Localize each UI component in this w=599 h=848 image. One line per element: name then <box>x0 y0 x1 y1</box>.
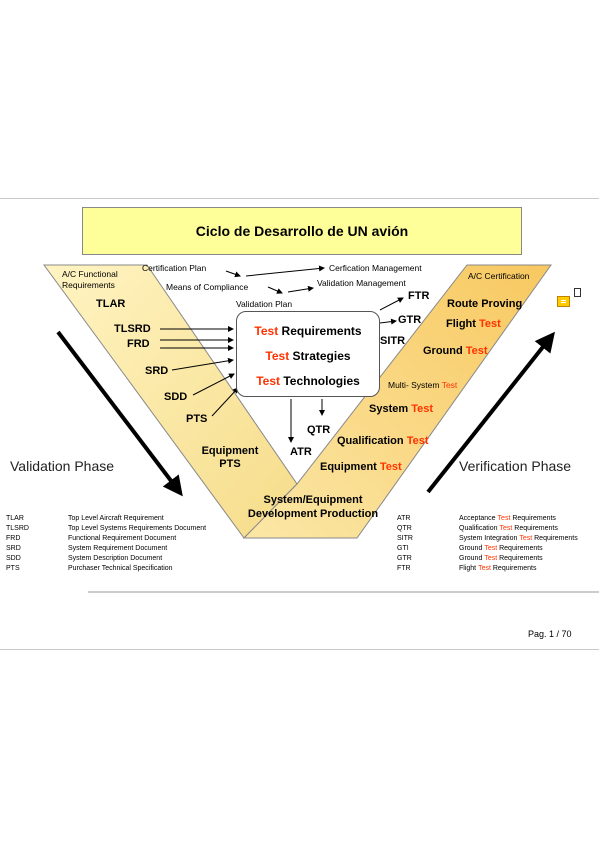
arrow-srd <box>171 357 234 371</box>
ac-certification-label: A/C Certification <box>468 271 530 281</box>
validation-phase-label: Validation Phase <box>10 458 115 474</box>
tlar-label: TLAR <box>96 298 126 310</box>
certification-plan-label: Certification Plan <box>142 263 207 273</box>
test-technologies: Test Technologies <box>256 374 360 388</box>
arrow-pts <box>211 387 239 417</box>
page-number: Pag. 1 / 70 <box>528 629 572 639</box>
bottom-divider <box>0 649 599 650</box>
ftr-label: FTR <box>408 290 430 302</box>
frd-label: FRD <box>127 338 150 350</box>
gtr-label: GTR <box>398 314 422 326</box>
verification-arrow <box>426 331 555 494</box>
validation-management-label: Validation Management <box>317 278 406 288</box>
right-arm <box>242 264 552 539</box>
validation-plan-label: Validation Plan <box>236 299 293 309</box>
tlsrd-label: TLSRD <box>114 323 151 335</box>
means-of-compliance-label: Means of Compliance <box>166 282 249 292</box>
flight-test-label: Flight Test <box>446 318 501 330</box>
verification-phase-label: Verification Phase <box>459 458 572 474</box>
arrow-val-mgmt <box>287 285 314 293</box>
sdd-label: SDD <box>164 391 188 403</box>
arrow-cert-plan <box>225 270 241 278</box>
equipment-test-label: Equipment Test <box>320 461 402 473</box>
arrow-ftr <box>379 297 404 311</box>
test-box: Test Requirements Test Strategies Test T… <box>236 311 380 397</box>
top-divider <box>0 198 599 199</box>
arrow-moc <box>267 286 283 294</box>
arrow-gtr <box>379 318 397 325</box>
qualification-test-label: Qualification Test <box>337 435 429 447</box>
system-test-label: System Test <box>369 403 434 415</box>
arrow-sdd <box>192 373 235 396</box>
ground-test-label: Ground Test <box>423 345 488 357</box>
pts-label: PTS <box>186 413 208 425</box>
qtr-label: QTR <box>307 424 331 436</box>
test-requirements: Test Requirements <box>254 324 362 338</box>
srd-label: SRD <box>145 365 169 377</box>
equipment-pts-label: Equipment PTS <box>201 445 259 470</box>
comment-note-icon[interactable] <box>557 296 570 307</box>
sitr-label: SITR <box>380 335 406 347</box>
atr-label: ATR <box>290 446 312 458</box>
test-strategies: Test Strategies <box>265 349 351 363</box>
route-proving-label: Route Proving <box>447 298 523 310</box>
page-title: Ciclo de Desarrollo de UN avión <box>82 207 522 255</box>
arrow-cert-mgmt <box>245 265 325 277</box>
system-equipment-development-label: System/Equipment Development Production <box>247 494 379 520</box>
multi-system-test-label: Multi- System Test <box>388 380 458 390</box>
ac-functional-label: A/C Functional Requirements <box>62 269 118 290</box>
page-icon[interactable] <box>574 288 581 297</box>
validation-arrow <box>56 330 183 497</box>
certification-management-label: Cerfication Management <box>329 263 422 273</box>
